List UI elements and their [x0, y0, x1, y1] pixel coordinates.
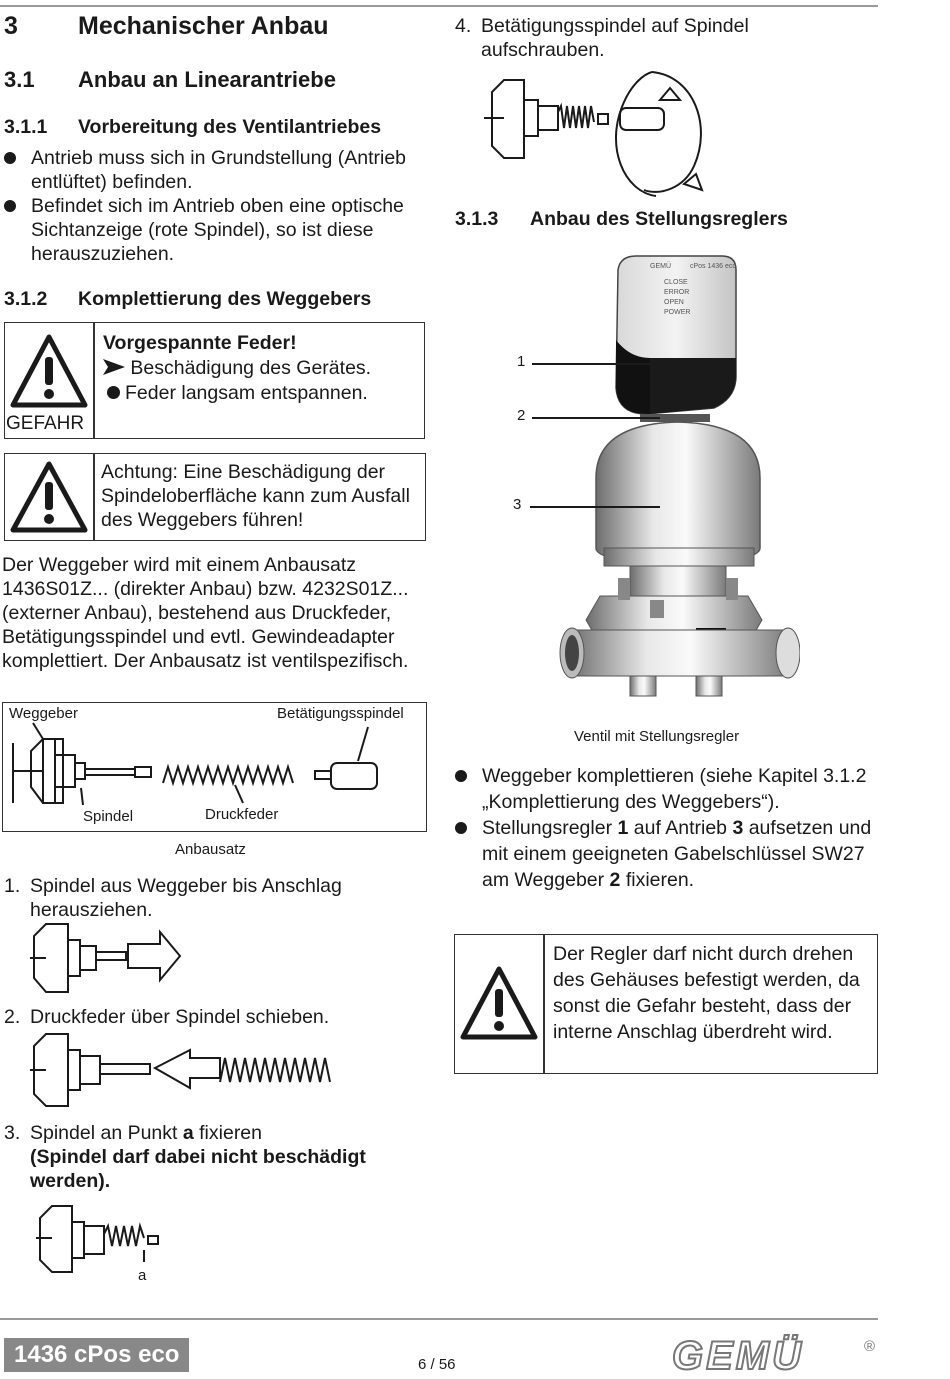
danger-warning-box: GEFAHR Vorgespannte Feder! Beschädigung …: [4, 322, 425, 439]
section-3-1-2-number: 3.1.2: [4, 288, 48, 310]
step-4-drawing: [484, 71, 704, 197]
product-name-tag: 1436 cPos eco: [4, 1338, 190, 1372]
list-item: Befindet sich im Antrieb oben eine optis…: [4, 194, 424, 266]
warning-triangle-icon: [460, 966, 538, 1040]
step-3-number: 3.: [4, 1122, 21, 1144]
prep-bullet-list: Antrieb muss sich in Grundstellung (Antr…: [4, 146, 424, 266]
danger-line-2: Feder langsam entspannen.: [103, 381, 368, 405]
bullet-icon: [107, 386, 120, 399]
valve-caption: Ventil mit Stellungsregler: [574, 728, 740, 745]
danger-line-1: Beschädigung des Gerätes.: [103, 356, 371, 380]
kit-diagram: Weggeber Betätigungsspindel Spindel Druc…: [2, 702, 427, 832]
bullet-icon: [4, 200, 16, 212]
kit-intro-paragraph: Der Weggeber wird mit einem Anbausatz 14…: [2, 554, 409, 672]
bullet-icon: [4, 152, 16, 164]
step-1-number: 1.: [4, 875, 21, 897]
positioner-model: cPos 1436 eco: [690, 263, 736, 270]
step-1-drawing: [30, 923, 182, 993]
danger-title: Vorgespannte Feder!: [103, 332, 297, 354]
section-3-number: 3: [4, 12, 18, 40]
leader-line-3: [530, 506, 660, 508]
list-item: Weggeber komplettieren (siehe Kapitel 3.…: [455, 763, 875, 815]
section-3-1-title: Anbau an Linearantriebe: [78, 67, 336, 92]
bullet-icon: [455, 822, 467, 834]
valve-label-3: 3: [513, 496, 522, 513]
caution-box: Achtung: Eine Beschädigung der Spindelob…: [4, 453, 426, 541]
danger-label: GEFAHR: [6, 413, 85, 434]
regulator-warning-text: Der Regler darf nicht durch drehen des G…: [553, 943, 860, 1043]
kit-caption: Anbausatz: [175, 841, 246, 858]
leader-line-1: [532, 363, 660, 365]
section-3-1-number: 3.1: [4, 67, 35, 92]
step-2-number: 2.: [4, 1006, 21, 1028]
section-3-1-3-title: Anbau des Stellungsreglers: [530, 208, 788, 230]
kit-label-spindel: Spindel: [83, 808, 134, 825]
step-2-drawing: [30, 1033, 331, 1107]
kit-label-betaetigungsspindel: Betätigungsspindel: [277, 705, 404, 722]
kit-label-druckfeder: Druckfeder: [205, 806, 279, 823]
caution-text: Achtung: Eine Beschädigung der Spindelob…: [101, 461, 410, 531]
regulator-warning-box: Der Regler darf nicht durch drehen des G…: [454, 934, 878, 1074]
leader-line-2: [532, 417, 660, 419]
step-3-label-a: a: [138, 1267, 147, 1284]
warning-triangle-icon: [10, 334, 88, 408]
registered-mark: ®: [864, 1338, 876, 1355]
svg-text:OPEN: OPEN: [664, 299, 684, 306]
svg-text:ERROR: ERROR: [664, 289, 689, 296]
section-3-1-3-number: 3.1.3: [455, 208, 499, 230]
valve-with-positioner-image: GEMÜ cPos 1436 eco CLOSE ERROR OPEN POWE…: [559, 255, 800, 697]
svg-text:POWER: POWER: [664, 309, 690, 316]
step-4-text: Betätigungsspindel auf Spindel aufschrau…: [481, 15, 749, 61]
top-rule: [0, 5, 878, 7]
valve-label-1: 1: [517, 353, 526, 370]
list-item: Stellungsregler 1 auf Antrieb 3 aufsetze…: [455, 815, 875, 893]
section-3-1-1-title: Vorbereitung des Ventilantriebes: [78, 116, 382, 138]
section-3-1-1-number: 3.1.1: [4, 116, 48, 138]
step-3-text: Spindel an Punkt a fixieren (Spindel dar…: [30, 1122, 366, 1192]
footer-rule: [0, 1318, 878, 1320]
gemu-logo: GEMÜ: [671, 1333, 804, 1379]
kit-label-weggeber: Weggeber: [9, 705, 78, 722]
step-3-drawing: [36, 1205, 159, 1273]
step-2-text: Druckfeder über Spindel schieben.: [30, 1006, 330, 1028]
mount-bullet-list: Weggeber komplettieren (siehe Kapitel 3.…: [455, 763, 875, 893]
valve-label-2: 2: [517, 407, 526, 424]
section-3-1-2-title: Komplettierung des Weggebers: [78, 288, 372, 310]
step-1-text: Spindel aus Weggeber bis Anschlag heraus…: [30, 875, 342, 921]
arrow-right-icon: [103, 359, 125, 375]
warning-triangle-icon: [10, 461, 88, 533]
positioner-brand: GEMÜ: [650, 262, 671, 270]
page-number: 6 / 56: [418, 1356, 456, 1373]
section-3-title: Mechanischer Anbau: [78, 12, 329, 40]
list-item: Antrieb muss sich in Grundstellung (Antr…: [4, 146, 424, 194]
svg-text:CLOSE: CLOSE: [664, 279, 688, 286]
bullet-icon: [455, 770, 467, 782]
kit-parts-drawing: [12, 722, 378, 806]
step-4-number: 4.: [455, 15, 472, 37]
